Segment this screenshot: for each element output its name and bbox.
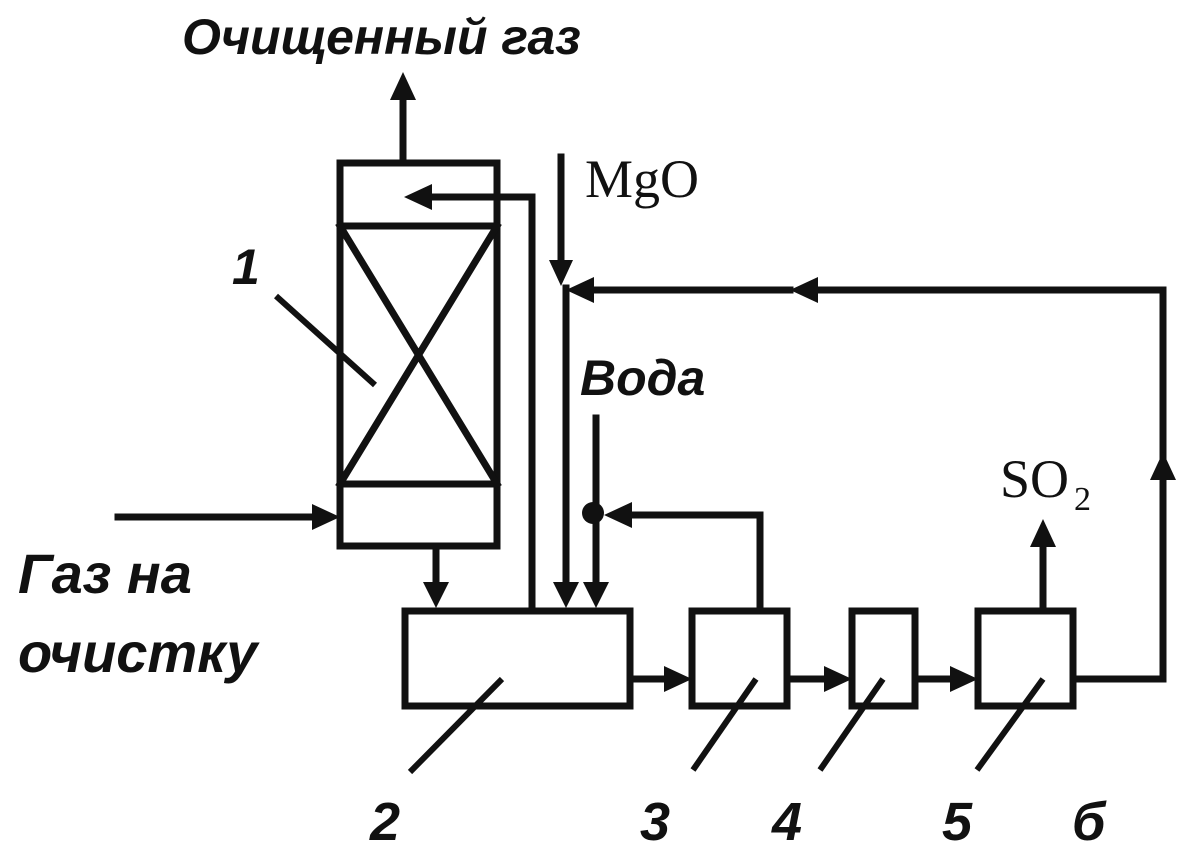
- gas-inlet-label-line1: Газ на: [18, 542, 192, 605]
- mgo-arrow: [549, 260, 573, 286]
- unit-5-box: [974, 607, 1077, 710]
- so2-outlet-arrow: [1030, 519, 1056, 547]
- absorber-column: [335, 159, 502, 550]
- clean-gas-label: Очищенный газ: [182, 9, 581, 65]
- water-label: Вода: [580, 350, 705, 406]
- number-3: 3: [640, 792, 670, 852]
- mgo-to-unit2-arrow: [553, 582, 579, 608]
- unit2-to-unit3-arrow: [664, 666, 692, 692]
- unit-2-box: [401, 607, 634, 710]
- mgo-recycle-end-arrow: [566, 277, 594, 303]
- unit-4-box: [848, 607, 919, 710]
- leader-4: [817, 677, 886, 772]
- unit3-return-line: [626, 511, 764, 615]
- so2-subscript: 2: [1074, 481, 1091, 518]
- number-1: 1: [232, 239, 260, 295]
- absorber-to-unit2-arrow: [423, 582, 449, 608]
- number-6: б: [1072, 792, 1107, 852]
- junction-node: [582, 502, 604, 524]
- number-5: 5: [942, 792, 973, 852]
- clean-gas-arrow: [390, 72, 416, 100]
- leader-1: [273, 293, 378, 388]
- water-to-unit2-arrow: [583, 582, 609, 608]
- unit3-return-arrow: [604, 502, 632, 528]
- packing-cross-b: [335, 221, 502, 489]
- number-2: 2: [369, 792, 400, 852]
- mgo-recycle-mid-arrow: [790, 277, 818, 303]
- leader-5: [974, 677, 1046, 772]
- mgo-recycle-line: [814, 286, 1167, 683]
- gas-inlet-arrow: [312, 504, 340, 530]
- mgo-recycle-up-arrow: [1150, 452, 1176, 480]
- leader-2: [407, 676, 505, 775]
- gas-inlet-label-line2: очистку: [18, 621, 260, 684]
- leader-3: [690, 677, 759, 772]
- recycle-to-absorber-line: [428, 193, 536, 615]
- unit-3-box: [688, 607, 791, 710]
- so2-label: SO: [1000, 449, 1069, 509]
- unit3-to-unit4-arrow: [824, 666, 852, 692]
- number-4: 4: [771, 792, 802, 852]
- recycle-to-absorber-arrow: [404, 184, 432, 210]
- mgo-label: MgO: [585, 149, 699, 209]
- unit4-to-unit5-arrow: [950, 666, 978, 692]
